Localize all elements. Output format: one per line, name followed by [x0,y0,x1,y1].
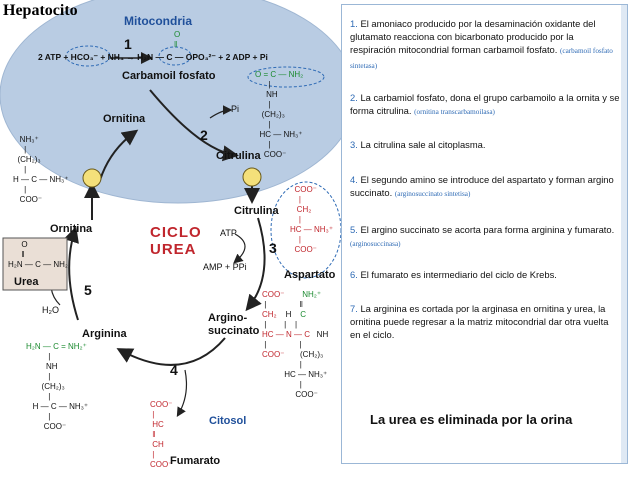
ornitina-structure: NH₃⁺ | (CH₂)₃ | H — C — NH₃⁺ | COO⁻ [13,135,69,204]
arginosuccinato-structure: COO⁻ NH₂⁺ | ‖ CH₂ H C | | | HC — N — C N… [262,290,329,399]
label-arginosuccinato: Argino- succinato [208,312,260,337]
label-ornitina-mito: Ornitina [103,113,146,125]
step-text-3: 3. La citrulina sale al citoplasma. [350,139,486,150]
carbamoil-carbonyl: O ‖ [174,30,181,49]
label-carbamoil: Carbamoil fosfato [122,70,216,82]
arginina-structure: H₂N — C = NH₂⁺ | NH | (CH₂)₃ | H — C — N… [26,342,89,431]
conclusion-text: La urea es eliminada por la orina [370,412,573,427]
label-fumarato: Fumarato [170,455,221,467]
transporter-citrulina [242,167,262,187]
aspartato-structure: COO⁻ | CH₂ | HC — NH₃⁺ | COO⁻ [290,185,334,254]
citosol-label: Citosol [209,415,247,427]
cycle-title-2: UREA [150,241,197,258]
label-aspartato: Aspartato [284,269,336,281]
urea-box [2,237,68,291]
citrulina-structure: O = C — NH₂ | NH | (CH₂)₃ | HC — NH₃⁺ | … [255,70,304,159]
mitochondria-label: Mitocondria [124,14,192,28]
label-citrulina-cyto: Citrulina [234,205,279,217]
fumarato-structure: COO⁻ | HC ‖ CH | COO⁻ [150,400,173,469]
explanation-panel: 1. El amoniaco producido por la desamina… [341,4,628,464]
step-number-2: 2 [200,127,208,143]
label-h2o: H₂O [42,305,59,315]
label-citrulina-mito: Citrulina [216,150,261,162]
step-number-4: 4 [170,362,178,378]
step-text-7: 7. La arginina es cortada por la arginas… [350,303,609,340]
step-text-5: 5. El argino succinato se acorta para fo… [350,224,615,248]
cycle-title-1: CICLO [150,224,202,241]
reaction-1: 2 ATP + HCO₃⁻ + NH₃ → H₂N — C — OPO₃²⁻ +… [38,52,268,62]
step-text-2: 2. La carbamiol fosfato, dona el grupo c… [350,92,620,116]
label-arginina: Arginina [82,328,127,340]
label-atp: ATP [220,228,237,238]
label-urea: Urea [14,276,39,288]
step-text-1: 1. El amoniaco producido por la desamina… [350,18,613,70]
page-title: Hepatocito [3,2,78,19]
step-number-5: 5 [84,282,92,298]
transporter-ornitina [82,168,102,188]
label-amp: AMP + PPi [203,262,247,272]
step-number-1: 1 [124,36,132,52]
urea-structure: O ‖ H₂N — C — NH₂ [8,240,68,269]
step-text-6: 6. El fumarato es intermediario del cicl… [350,269,557,280]
step-text-4: 4. El segundo amino se introduce del asp… [350,174,614,198]
step-number-3: 3 [269,240,277,256]
label-ornitina-cyto: Ornitina [50,223,93,235]
label-pi: Pi [231,104,240,114]
